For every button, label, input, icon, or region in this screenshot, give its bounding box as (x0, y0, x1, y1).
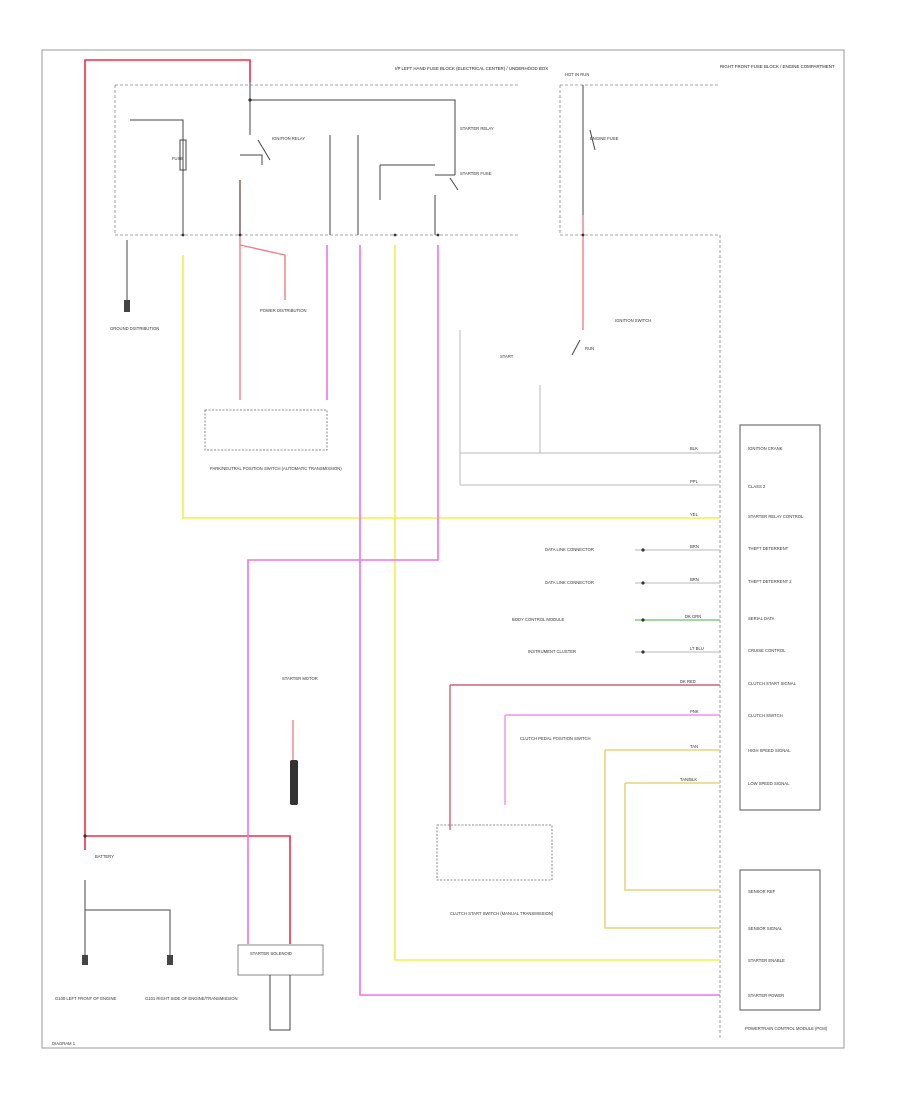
ignition-relay-label: IGNITION RELAY (272, 136, 305, 141)
battery-ground-wires (84, 880, 171, 960)
starter-enable-wire (394, 245, 720, 961)
wire-tag-8: DK RED (680, 679, 696, 684)
pcm-pin-11: LOW SPEED SIGNAL (748, 781, 790, 786)
right-fuse-label: RIGHT FRONT FUSE BLOCK / ENGINE COMPARTM… (720, 64, 835, 69)
wire-tag-3: YEL (690, 512, 699, 517)
relay-internal-lines (239, 135, 455, 235)
pcm-lower-pin-2: SENSOR SIGNAL (748, 926, 783, 931)
wire-tag-9: PNK (690, 709, 699, 714)
ignition-switch-wires (459, 330, 720, 486)
ignition-switch-label: IGNITION SWITCH (615, 318, 651, 323)
side-label-4: INSTRUMENT CLUSTER (528, 649, 576, 654)
wire-tag-11: TAN/BLK (680, 777, 697, 782)
ground-terminal-1 (124, 300, 130, 312)
clutch-switch-wire (504, 714, 720, 805)
clutch-switch-label: CLUTCH START SWITCH (MANUAL TRANSMISSION… (450, 911, 554, 916)
wire-color-tags: BLK PPL YEL BRN BRN DK GRN LT BLU DK RED… (680, 446, 704, 782)
ground-right-label: G101 RIGHT SIDE OF ENGINE/TRANSMISSION (145, 996, 238, 1001)
theft-wires (635, 549, 720, 653)
side-labels: DATA LINK CONNECTOR DATA LINK CONNECTOR … (512, 547, 594, 654)
wire-tag-10: TAN (690, 744, 698, 749)
starter-motor-body (269, 975, 291, 1031)
pcm-lower-pin-3: STARTER ENABLE (748, 958, 785, 963)
wire-tag-7: LT BLU (690, 646, 704, 651)
neutral-switch-label: PARK/NEUTRAL POSITION SWITCH (AUTOMATIC … (210, 466, 342, 471)
start-label: START (500, 354, 514, 359)
pcm-pin-4: THEFT DETERRENT (748, 546, 789, 551)
clutch-pedal-label: CLUTCH PEDAL POSITION SWITCH (520, 736, 591, 741)
starter-relay-control-wire (182, 255, 720, 519)
pcm-pin-5: THEFT DETERRENT 2 (748, 579, 792, 584)
ground-terminal-2 (82, 955, 88, 965)
pcm-pin-7: CRUISE CONTROL (748, 648, 786, 653)
starter-fuse-label: STARTER FUSE (460, 171, 492, 176)
power-distribution-label: POWER DISTRIBUTION (260, 308, 307, 313)
wire-tag-4: BRN (690, 544, 699, 549)
battery-label: BATTERY (95, 854, 114, 859)
wire-tag-6: DK GRN (685, 614, 701, 619)
pcm-pin-2: CLASS 2 (748, 484, 766, 489)
relay-red-wire (239, 180, 286, 300)
junction-dots (83, 98, 645, 838)
fuse-label: FUSE (172, 156, 183, 161)
starter-solenoid-box (237, 944, 324, 976)
starter-solenoid-wire (247, 245, 439, 944)
switch-contacts (257, 129, 596, 356)
pcm-pin-6: SERIAL DATA (748, 616, 775, 621)
pcm-pin-3: STARTER RELAY CONTROL (748, 514, 804, 519)
pcm-connector-box (739, 424, 821, 811)
ground-left-label: G100 LEFT FRONT OF ENGINE (55, 996, 116, 1001)
side-label-2: DATA LINK CONNECTOR (545, 580, 594, 585)
side-label-3: BODY CONTROL MODULE (512, 617, 565, 622)
side-label-1: DATA LINK CONNECTOR (545, 547, 594, 552)
wire-tag-2: PPL (690, 479, 699, 484)
pcm-lower-pin-1: SENSOR REF (748, 889, 776, 894)
pcm-pin-9: CLUTCH SWITCH (748, 713, 783, 718)
pcm-lower-pin-4: STARTER POWER (748, 993, 784, 998)
fuse-symbol (179, 139, 187, 171)
wire-tag-5: BRN (690, 577, 699, 582)
run-label: RUN (585, 346, 594, 351)
pcm-pin-1: IGNITION CRANK (748, 446, 783, 451)
fuse-internal-lines (130, 82, 456, 235)
wire-tag-1: BLK (690, 446, 698, 451)
pcm-pin-10: HIGH SPEED SIGNAL (748, 748, 791, 753)
high-speed-wire (604, 749, 720, 929)
fuse-block-label: I/P LEFT HAND FUSE BLOCK (ELECTRICAL CEN… (395, 66, 548, 71)
low-speed-wire (624, 782, 720, 891)
ground-terminal-3 (167, 955, 173, 965)
starter-relay-label: STARTER RELAY (460, 126, 494, 131)
right-fuse-outline (559, 84, 721, 1040)
diagram-border (41, 49, 845, 1049)
engine-fuse-label: ENGINE FUSE (590, 136, 619, 141)
pcm-lower-box (739, 869, 821, 1011)
starter-coil (290, 760, 298, 805)
battery-to-starter-wire (85, 835, 291, 944)
starter-power-wire (359, 245, 720, 996)
clutch-switch-box (436, 824, 553, 881)
battery-feed-wire (84, 59, 251, 850)
pcm-pin-labels: IGNITION CRANK CLASS 2 STARTER RELAY CON… (748, 446, 804, 998)
footer-code: DIAGRAM 1 (52, 1041, 76, 1046)
neutral-switch-box (204, 409, 328, 451)
starter-motor-label: STARTER MOTOR (282, 676, 318, 681)
starter-solenoid-label: STARTER SOLENOID (250, 951, 292, 956)
hot-run-label: HOT IN RUN (565, 72, 589, 77)
ground-distribution-label: GROUND DISTRIBUTION (110, 326, 159, 331)
clutch-start-wire (449, 684, 720, 830)
pcm-pin-8: CLUTCH START SIGNAL (748, 681, 797, 686)
pcm-label: POWERTRAIN CONTROL MODULE (PCM) (745, 1026, 828, 1031)
